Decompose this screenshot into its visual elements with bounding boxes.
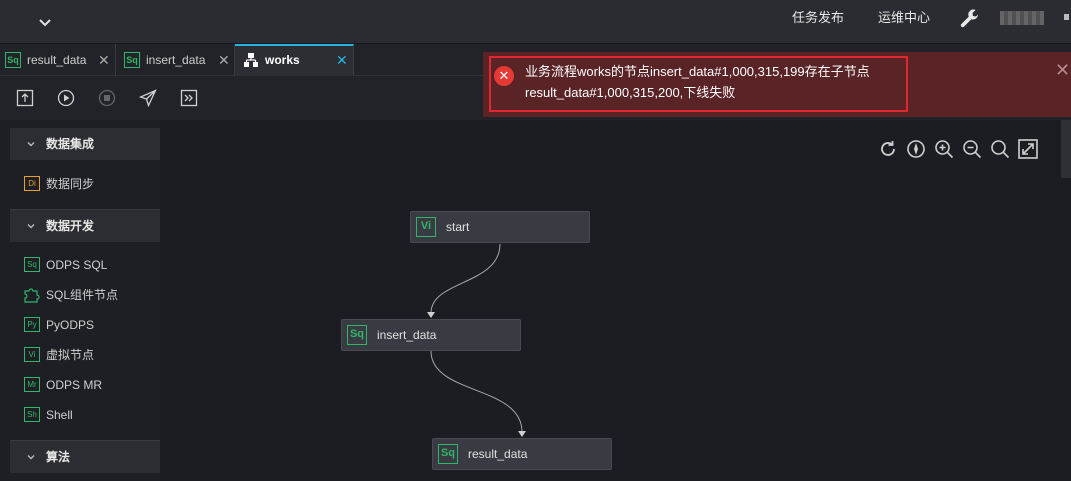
nav-ops-center[interactable]: 运维中心 [878,10,931,25]
sql-node-icon: Sq [124,52,140,68]
chevron-down-icon[interactable] [36,13,54,31]
tab-label: works [265,53,300,67]
node-label: insert_data [377,328,437,342]
node-label: result_data [468,447,528,461]
error-message-line2: result_data#1,000,315,200,下线失败 [525,85,736,100]
sidebar-item-label: ODPS MR [46,378,103,392]
workflow-node-result-data[interactable]: Sq result_data [432,438,612,470]
chevron-down-icon [27,455,35,460]
workflow-canvas[interactable] [160,120,1071,481]
error-message: 业务流程works的节点insert_data#1,000,315,199存在子… [525,61,895,103]
py-node-icon: Py [24,317,40,332]
sidebar-item-label: 虚拟节点 [46,348,95,362]
tab-insert-data[interactable]: Sq insert_data ✕ [116,44,235,76]
fit-screen-icon[interactable] [1017,138,1039,160]
sidebar-item-data-sync[interactable]: Di 数据同步 [10,173,160,195]
stop-icon[interactable] [98,89,116,107]
chevron-down-icon [27,142,35,147]
di-icon: Di [24,176,40,191]
goto-ops-icon[interactable] [180,89,198,107]
error-toast: ✕ 业务流程works的节点insert_data#1,000,315,199存… [483,52,1071,117]
workflow-icon [244,53,258,67]
submit-icon[interactable] [16,89,34,107]
scrollbar[interactable] [1061,120,1071,178]
sidebar-item-label: 数据同步 [46,177,95,191]
group-data-development[interactable]: 数据开发 [10,210,160,242]
sql-node-icon: Sq [24,257,40,272]
group-data-integration[interactable]: 数据集成 [10,128,160,160]
node-palette-sidebar: 数据集成 Di 数据同步 数据开发 Sq ODPS SQL SQL组件节点 Py… [10,128,160,481]
sql-node-icon: Sq [347,325,367,345]
node-label: start [446,220,470,234]
puzzle-icon [24,288,40,303]
chevron-down-icon [27,224,35,229]
sidebar-item-sql-component[interactable]: SQL组件节点 [10,284,160,306]
workflow-node-start[interactable]: Vi start [410,211,590,243]
sql-node-icon: Sq [438,444,458,464]
sidebar-item-label: ODPS SQL [46,258,108,272]
sidebar-item-pyodps[interactable]: Py PyODPS [10,314,160,336]
tab-label: result_data [27,53,87,67]
refresh-icon[interactable] [877,138,899,160]
close-icon[interactable]: ✕ [1055,60,1071,80]
sql-node-icon: Sq [5,52,21,68]
overflow-indicator [1064,14,1069,20]
tab-works[interactable]: works ✕ [235,44,354,76]
search-icon[interactable] [989,138,1011,160]
sidebar-item-label: Shell [46,408,73,422]
tab-label: insert_data [146,53,206,67]
top-bar: 任务发布 运维中心 [0,0,1071,44]
tab-result-data[interactable]: Sq result_data ✕ [0,44,116,76]
run-icon[interactable] [57,89,75,107]
close-icon[interactable]: ✕ [336,52,348,68]
close-icon[interactable]: ✕ [98,52,110,68]
error-highlight-box [489,56,908,112]
close-icon[interactable]: ✕ [218,52,230,68]
zoom-out-icon[interactable] [961,138,983,160]
sidebar-item-odps-mr[interactable]: Mr ODPS MR [10,374,160,396]
center-icon[interactable] [905,138,927,160]
sidebar-item-virtual-node[interactable]: Vi 虚拟节点 [10,344,160,366]
shell-node-icon: Sh [24,407,40,422]
group-title: 数据集成 [46,137,95,151]
publish-icon[interactable] [139,89,157,107]
group-title: 算法 [46,450,71,464]
sidebar-item-label: SQL组件节点 [46,288,119,302]
user-avatar[interactable] [1000,11,1044,25]
sidebar-item-shell[interactable]: Sh Shell [10,404,160,426]
divider [10,440,160,441]
group-algorithm[interactable]: 算法 [10,441,160,473]
sidebar-item-odps-sql[interactable]: Sq ODPS SQL [10,254,160,276]
divider [10,209,160,210]
sidebar-item-label: PyODPS [46,318,95,332]
zoom-in-icon[interactable] [933,138,955,160]
virtual-node-icon: Vi [24,347,40,362]
mr-node-icon: Mr [24,377,40,392]
virtual-node-icon: Vi [416,217,436,237]
group-title: 数据开发 [46,219,95,233]
workflow-node-insert-data[interactable]: Sq insert_data [341,319,521,351]
nav-task-publish[interactable]: 任务发布 [792,10,845,25]
error-icon: ✕ [494,66,514,86]
error-message-line1: 业务流程works的节点insert_data#1,000,315,199存在子… [525,64,870,79]
wrench-icon[interactable] [958,8,982,32]
